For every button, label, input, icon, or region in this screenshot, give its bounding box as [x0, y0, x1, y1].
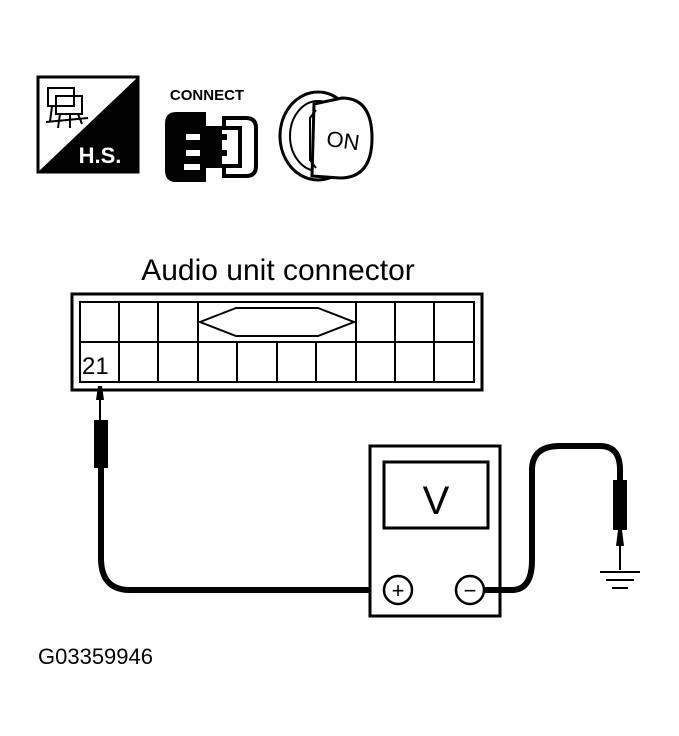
audio-unit-connector: 21	[70, 292, 484, 392]
ground-icon	[600, 571, 640, 589]
pin-label: 21	[82, 353, 109, 380]
figure-id: G03359946	[38, 644, 153, 669]
negative-terminal: −	[454, 574, 486, 606]
connector-icon: CONNECT	[165, 87, 258, 182]
harness-sign-icon: H.S.	[36, 75, 140, 174]
connect-label: CONNECT	[170, 87, 244, 104]
connector-title: Audio unit connector	[141, 254, 415, 287]
ignition-label: ON	[325, 126, 361, 155]
positive-probe	[94, 386, 382, 593]
meter-display: V	[423, 479, 450, 523]
connector-key-mark	[197, 307, 357, 337]
voltmeter: V + −	[368, 444, 502, 618]
positive-symbol: +	[392, 578, 405, 603]
positive-terminal: +	[382, 574, 414, 606]
harness-label: H.S.	[79, 143, 122, 168]
ignition-key-icon: ON	[278, 90, 374, 182]
negative-probe	[484, 443, 627, 593]
negative-symbol: −	[464, 578, 477, 603]
